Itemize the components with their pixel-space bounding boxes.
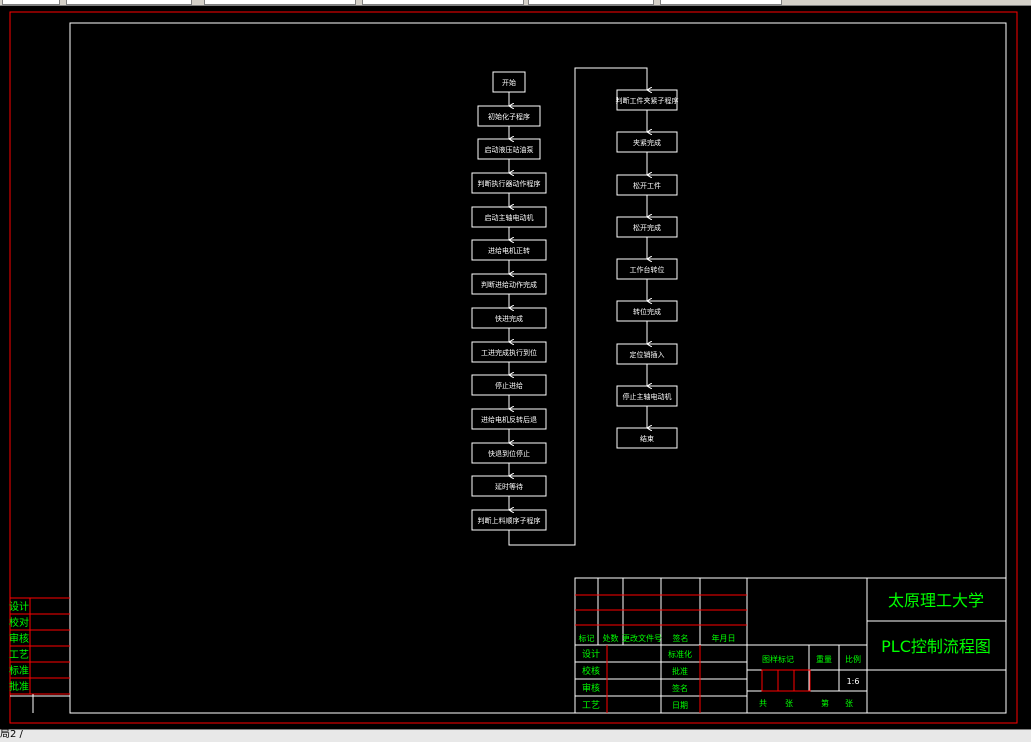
flow-box-label: 松开完成	[633, 223, 661, 232]
revision-header: 更改文件号	[622, 633, 662, 643]
flow-box-label: 夹紧完成	[633, 138, 661, 147]
revision-header: 年月日	[712, 633, 736, 643]
flow-box-label: 工进完成执行到位	[481, 348, 537, 357]
flow-box-label: 定位销插入	[630, 350, 665, 359]
stage-header: 图样标记	[762, 654, 794, 664]
flow-box-label: 结束	[640, 434, 654, 443]
outer-frame	[9, 11, 1018, 724]
flow-box-label: 松开工件	[633, 181, 661, 190]
sign-label: 标准化	[668, 649, 692, 659]
sheet-footer: 张	[785, 699, 793, 708]
flow-connector	[508, 67, 647, 546]
toolbar-field[interactable]	[2, 0, 60, 5]
sheet-footer: 共	[759, 699, 767, 708]
toolbar-field[interactable]	[204, 0, 356, 5]
sign-label: 签名	[672, 683, 688, 693]
flow-box-label: 启动液压站油泵	[485, 145, 534, 154]
revision-header: 标记	[579, 633, 595, 643]
flow-box-label: 工作台转位	[630, 265, 665, 274]
flow-box-label: 进给电机正转	[488, 246, 530, 255]
sign-label: 校核	[582, 665, 600, 677]
sign-label: 工艺	[582, 700, 600, 711]
flow-box-label: 判断进给动作完成	[481, 280, 537, 289]
toolbar-field[interactable]	[528, 0, 654, 5]
status-text: 局2 /	[0, 729, 23, 740]
side-table-label: 批准	[9, 680, 29, 693]
flow-box-label: 初始化子程序	[488, 112, 530, 121]
toolbar-strip	[0, 0, 1031, 6]
flow-box-label: 转位完成	[633, 307, 661, 316]
toolbar-field[interactable]	[66, 0, 192, 5]
status-bar: 局2 /	[0, 729, 1031, 742]
flow-box-label: 启动主轴电动机	[485, 213, 534, 222]
flow-box-label: 开始	[502, 78, 516, 87]
flow-box-label: 判断工件夹紧子程序	[616, 96, 679, 105]
flow-box-label: 停止主轴电动机	[623, 392, 672, 401]
flow-box-label: 快进完成	[495, 314, 523, 323]
scale-value: 1:6	[847, 677, 860, 686]
side-table-label: 工艺	[9, 649, 29, 661]
title-block: 太原理工大学PLC控制流程图标记处数更改文件号签名年月日设计校核审核工艺标准化批…	[574, 577, 1007, 714]
sheet-footer: 第	[821, 698, 829, 708]
toolbar-field[interactable]	[362, 0, 524, 5]
sheet-footer: 张	[845, 699, 853, 708]
university-name: 太原理工大学	[888, 591, 984, 610]
sign-label: 日期	[672, 701, 688, 710]
flowchart: 开始初始化子程序启动液压站油泵判断执行器动作程序启动主轴电动机进给电机正转判断进…	[471, 67, 679, 546]
flow-box-label: 延时等待	[495, 482, 523, 491]
revision-header: 处数	[603, 633, 619, 643]
side-table-label: 设计	[9, 600, 29, 613]
side-table-label: 标准	[9, 665, 29, 677]
flow-box-label: 判断上料顺序子程序	[478, 516, 541, 525]
flow-box-label: 停止进给	[495, 381, 523, 390]
toolbar-field[interactable]	[660, 0, 782, 5]
inner-frame	[69, 22, 1007, 714]
stage-header: 重量	[816, 654, 832, 664]
stage-header: 比例	[845, 654, 861, 664]
sign-label: 审核	[582, 682, 600, 694]
flow-box-label: 判断执行器动作程序	[478, 179, 541, 188]
side-table-label: 审核	[9, 632, 29, 645]
flow-box-label: 快退到位停止	[488, 449, 530, 458]
drawing-title: PLC控制流程图	[881, 637, 991, 656]
flow-box	[616, 427, 678, 449]
side-table-label: 校对	[9, 616, 29, 629]
flow-box-label: 进给电机反转后退	[481, 415, 537, 424]
revision-header: 签名	[673, 633, 689, 643]
sign-label: 批准	[672, 666, 688, 676]
sign-label: 设计	[582, 648, 600, 660]
